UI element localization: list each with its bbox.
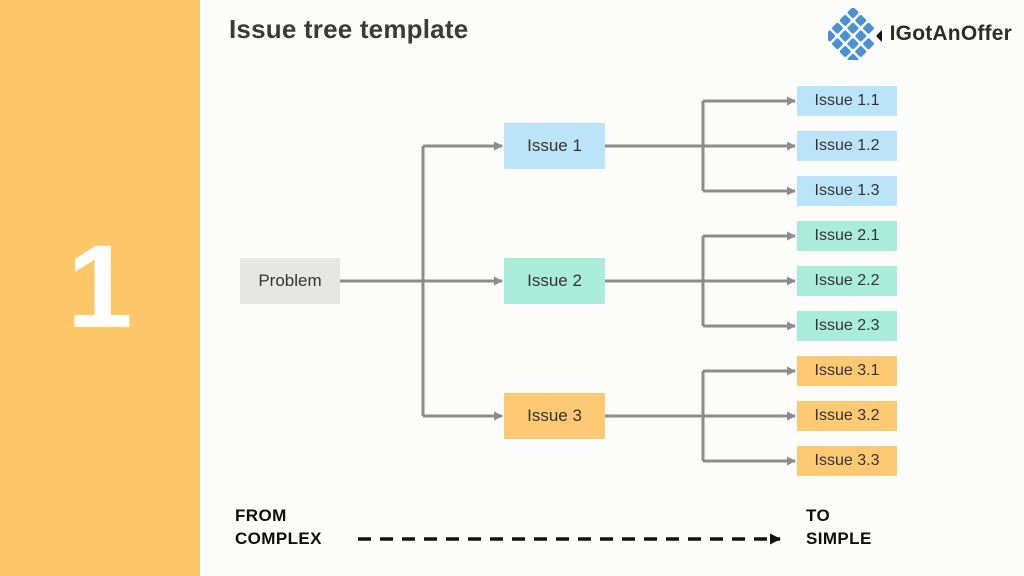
step-number: 1 (67, 221, 133, 353)
sub-issue-node: Issue 2.1 (797, 221, 897, 251)
sub-issue-node: Issue 3.2 (797, 401, 897, 431)
diamond-grid-icon (827, 8, 882, 60)
sub-issue-node: Issue 3.1 (797, 356, 897, 386)
issue-node: Issue 2 (504, 258, 605, 304)
issue-node: Issue 1 (504, 123, 605, 169)
from-complex-label: FROM COMPLEX (235, 506, 322, 548)
sub-issue-node: Issue 1.2 (797, 131, 897, 161)
step-sidebar: 1 (0, 0, 200, 576)
brand-logo: IGotAnOffer (827, 8, 1012, 60)
issue-node: Issue 3 (504, 393, 605, 439)
sub-issue-node: Issue 3.3 (797, 446, 897, 476)
page-title: Issue tree template (229, 14, 469, 44)
sub-issue-node: Issue 1.3 (797, 176, 897, 206)
to-simple-label: TO SIMPLE (806, 506, 872, 548)
brand-logo-text: IGotAnOffer (889, 22, 1012, 45)
problem-node: Problem (240, 258, 340, 304)
sub-issue-node: Issue 1.1 (797, 86, 897, 116)
sub-issue-node: Issue 2.3 (797, 311, 897, 341)
sub-issue-node: Issue 2.2 (797, 266, 897, 296)
